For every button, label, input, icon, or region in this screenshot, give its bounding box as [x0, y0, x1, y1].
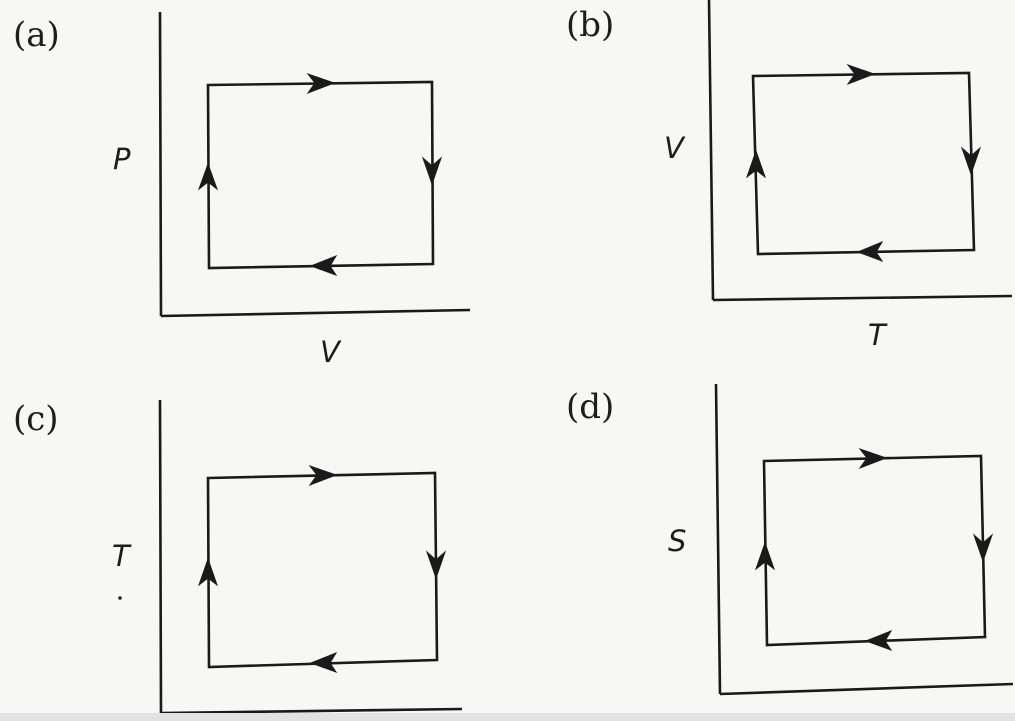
panel-a-y-axis-label: P [113, 142, 131, 176]
panel-b-arrow-down [960, 146, 982, 176]
panel-c-arrow-left [309, 651, 338, 673]
panel-a-x-axis [160, 308, 471, 318]
panel-c-arrow-right [308, 464, 338, 487]
panel-b-x-axis [712, 294, 1013, 302]
panel-b-cycle-path [751, 71, 976, 256]
panel-a-arrow-down [421, 156, 443, 186]
panel-d-x-axis [719, 682, 1014, 696]
panel-c-diagram [118, 399, 463, 715]
panel-b-arrow-left [856, 240, 884, 263]
panel-b-arrow-up [745, 149, 767, 179]
panel-a-arrow-right [306, 72, 336, 95]
panel-a-y-axis [158, 11, 163, 317]
panel-b-diagram [707, 0, 1013, 302]
panel-c-x-axis [160, 707, 463, 715]
panel-c-arrow-up [197, 557, 219, 587]
panel-d-arrow-right [858, 447, 888, 470]
panel-b-y-axis-label: V [664, 131, 684, 165]
panel-b-y-axis [707, 0, 715, 301]
panel-a-label: (a) [13, 15, 60, 55]
panel-c-arrow-down [425, 550, 447, 580]
bottom-edge-strip [0, 713, 1015, 721]
panel-b-arrow-right [846, 63, 876, 86]
panel-a-arrow-up [197, 162, 219, 191]
panel-a-diagram [158, 11, 471, 318]
panel-a-x-axis-label: V [320, 335, 340, 369]
panel-d-y-axis-label: S [668, 524, 687, 558]
panel-d-label: (d) [566, 387, 615, 427]
panel-d-diagram [714, 383, 1014, 696]
panel-b-x-axis-label: T [868, 318, 886, 352]
panel-d-cycle-path [762, 454, 987, 647]
panel-d-arrow-left [864, 629, 893, 651]
panel-c-y-axis-label: T [112, 539, 130, 573]
panel-c-label: (c) [13, 399, 59, 439]
panel-d-arrow-down [972, 533, 994, 563]
panel-c-speck [118, 596, 122, 600]
panel-d-y-axis [714, 383, 722, 695]
panel-a-arrow-left [309, 254, 338, 276]
panel-c-y-axis [158, 399, 163, 714]
panel-a-cycle-path [206, 80, 435, 270]
panel-c-cycle-path [206, 471, 439, 669]
panel-b-label: (b) [566, 5, 615, 45]
panel-d-arrow-up [754, 541, 776, 571]
